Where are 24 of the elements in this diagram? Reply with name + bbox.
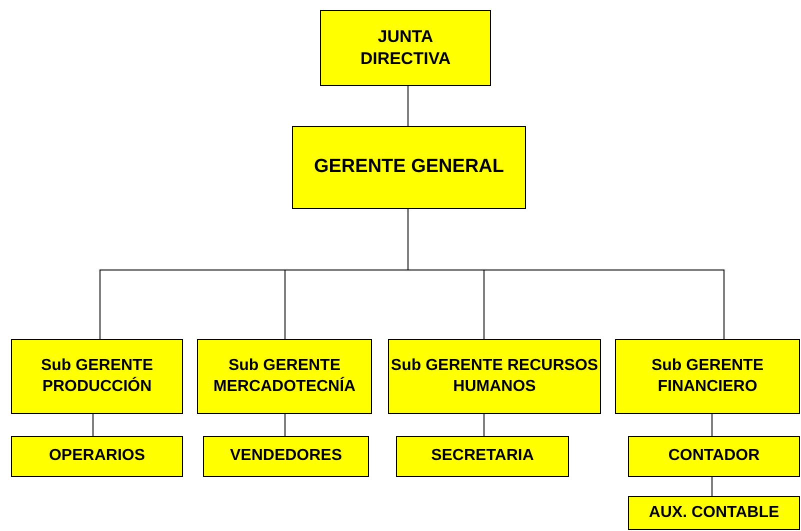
role-label: AUX. CONTABLE — [648, 502, 780, 523]
role-label: JUNTA DIRECTIVA — [359, 26, 452, 70]
org-box — [11, 436, 183, 477]
role-label: CONTADOR — [668, 446, 760, 466]
role-label: Sub GERENTE FINANCIERO — [650, 356, 764, 396]
org-box — [388, 339, 601, 414]
connector-line — [284, 414, 286, 436]
connector-line — [92, 414, 94, 436]
role-label: OPERARIOS — [48, 446, 145, 466]
org-box — [628, 496, 800, 530]
org-box — [203, 436, 369, 477]
role-label: GERENTE GENERAL — [314, 155, 504, 180]
role-label: Sub GERENTE MERCADOTECNÍA — [212, 356, 357, 396]
role-label: SECRETARIA — [431, 446, 534, 466]
role-label: Sub GERENTE RECURSOS HUMANOS — [390, 356, 600, 396]
org-box — [628, 436, 800, 477]
org-box — [292, 126, 526, 209]
role-label: VENDEDORES — [230, 446, 342, 466]
org-box — [615, 339, 800, 414]
org-box — [11, 339, 183, 414]
org-box — [197, 339, 372, 414]
role-label: Sub GERENTE PRODUCCIÓN — [40, 356, 154, 396]
org-box — [396, 436, 569, 477]
org-box — [320, 10, 491, 86]
